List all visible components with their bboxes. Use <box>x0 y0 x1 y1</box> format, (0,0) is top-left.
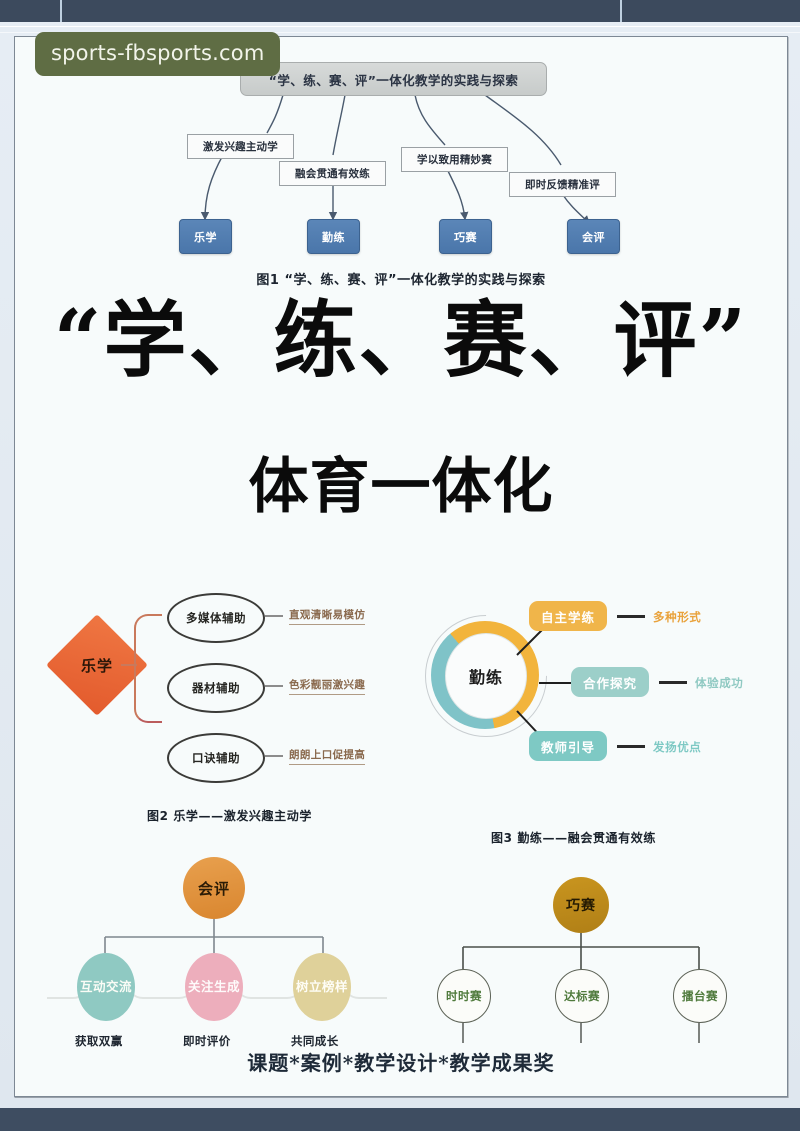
figure-3-branch-2-dash <box>659 681 687 684</box>
figure-4-branch-3-oval: 树立榜样 <box>293 953 351 1021</box>
figure-1-title-box: “学、练、赛、评”一体化教学的实践与探索 <box>240 62 547 96</box>
figure-1-node-huiping: 会评 <box>567 219 620 254</box>
watermark-label: sports-fbsports.com <box>35 32 281 76</box>
figure-4-branch-2-sub: 即时评价 <box>183 1034 231 1048</box>
figure-2-brace <box>134 614 162 723</box>
figure-1-node-lexue: 乐学 <box>179 219 232 254</box>
figure-3-branch-1-dash <box>617 615 645 618</box>
footer-text: 课题*案例*教学设计*教学成果奖 <box>247 1051 555 1075</box>
figure-3-branch-2-pill: 合作探究 <box>571 667 650 697</box>
figure-1-middle-box-1: 激发兴趣主动学 <box>187 134 294 159</box>
figure-2-branch-1-dash <box>265 615 283 617</box>
page-title: “学、练、赛、评” <box>53 291 749 389</box>
figure-3-caption: 图3 勤练——融会贯通有效练 <box>491 831 656 845</box>
page-hairline-second <box>0 32 800 33</box>
figure-2-caption: 图2 乐学——激发兴趣主动学 <box>147 809 312 823</box>
figure-2-branch-3-dash <box>265 755 283 757</box>
figure-1-middle-box-2: 融会贯通有效练 <box>279 161 386 186</box>
figure-4-huiping: 会评 互动交流 获取双赢 关注生成 即时评价 树立榜样 共同成长 <box>33 855 413 1070</box>
figure-4-branch-1-sub: 获取双赢 <box>75 1034 123 1048</box>
figure-3-qinlian: 勤练 自主学练 多种形式 合作探究 体验成功 教师引导 发扬优点 图3 勤练——… <box>399 559 787 845</box>
figure-1-middle-box-4: 即时反馈精准评 <box>509 172 616 197</box>
figure-1-middle-box-3: 学以致用精妙赛 <box>401 147 508 172</box>
figure-5-branch-2-circle: 达标赛 <box>555 969 609 1023</box>
figure-2-branch-2-detail: 色彩靓丽激兴趣 <box>289 677 366 695</box>
document-page: “学、练、赛、评”一体化教学的实践与探索 激发兴趣主动学 融会贯通有效练 学以致… <box>14 36 788 1097</box>
figure-3-branch-3-detail: 发扬优点 <box>653 740 702 754</box>
figure-1-node-qinlian: 勤练 <box>307 219 360 254</box>
figure-4-branch-2-oval: 关注生成 <box>185 953 243 1021</box>
figure-2-branch-3-ellipse: 口诀辅助 <box>167 733 265 783</box>
figure-2-lexue: 乐学 多媒体辅助 直观清晰易模仿 器材辅助 色彩靓丽激兴趣 口诀辅助 朗朗上口促… <box>33 559 413 823</box>
figure-4-branch-1-oval: 互动交流 <box>77 953 135 1021</box>
figure-3-branch-2-detail: 体验成功 <box>695 676 744 690</box>
figure-5-connectors <box>462 933 700 1043</box>
figure-5-branch-1-circle: 时时赛 <box>437 969 491 1023</box>
page-hairline-top <box>0 26 800 27</box>
window-top-bar <box>0 0 800 22</box>
page-subtitle: 体育一体化 <box>248 452 554 522</box>
figure-3-branch-3-dash <box>617 745 645 748</box>
figure-1-flowchart: “学、练、赛、评”一体化教学的实践与探索 激发兴趣主动学 融会贯通有效练 学以致… <box>15 37 787 307</box>
figure-3-branch-1-pill: 自主学练 <box>529 601 608 631</box>
figure-2-center-label: 乐学 <box>80 656 113 675</box>
figure-5-branch-3-circle: 擂台赛 <box>673 969 727 1023</box>
figure-5-qiaosai: 巧赛 时时赛 达标赛 擂台赛 <box>413 877 787 1077</box>
figure-2-branch-3-detail: 朗朗上口促提高 <box>289 747 366 765</box>
figure-3-branch-3-pill: 教师引导 <box>529 731 608 761</box>
figure-3-center-label: 勤练 <box>445 633 527 719</box>
figure-2-branch-1-ellipse: 多媒体辅助 <box>167 593 265 643</box>
figure-2-brace-stem <box>121 664 137 666</box>
figure-3-center-donut: 勤练 <box>399 589 573 763</box>
figure-1-caption: 图1 “学、练、赛、评”一体化教学的实践与探索 <box>256 273 546 288</box>
top-bar-seam-left <box>60 0 62 22</box>
figure-2-branch-1-detail: 直观清晰易模仿 <box>289 607 366 625</box>
figure-4-branch-3-sub: 共同成长 <box>291 1034 339 1048</box>
figure-1-connectors <box>200 94 590 224</box>
figure-5-center-circle: 巧赛 <box>553 877 609 933</box>
figure-1-node-qiaosai: 巧赛 <box>439 219 492 254</box>
figure-3-branch-1-detail: 多种形式 <box>653 610 702 624</box>
figure-4-center-oval: 会评 <box>183 857 245 919</box>
figure-2-branch-2-dash <box>265 685 283 687</box>
top-bar-seam-right <box>620 0 622 22</box>
figure-2-branch-2-ellipse: 器材辅助 <box>167 663 265 713</box>
